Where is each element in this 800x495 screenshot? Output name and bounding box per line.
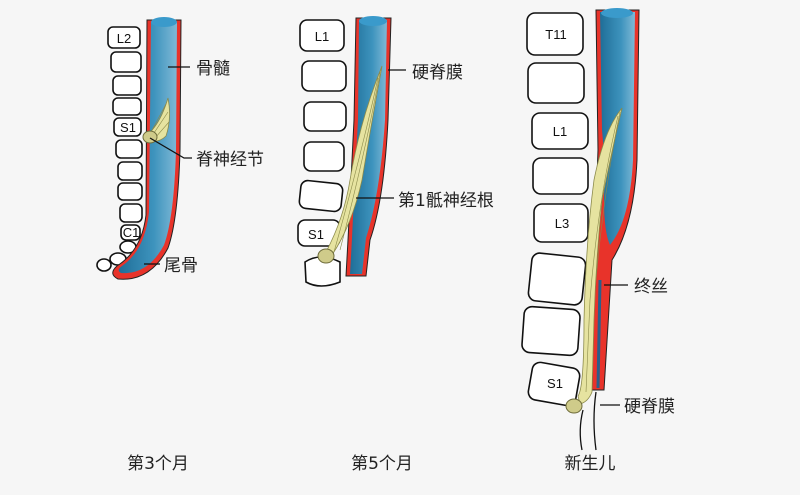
vertebra-label-s1: S1	[120, 120, 136, 135]
cord-top	[601, 8, 633, 18]
spinal-cord	[118, 22, 177, 274]
label-spinal-cord: 骨髓	[196, 59, 230, 79]
label-coccyx: 尾骨	[164, 256, 198, 276]
label-filum-terminale: 终丝	[634, 277, 668, 297]
label-first-sacral-nerve-root: 第1骶神经根	[398, 191, 494, 211]
vertebra-label-l2: L2	[117, 31, 131, 46]
vertebra-label-l1: L1	[315, 29, 329, 44]
sacral-ganglion	[317, 248, 335, 264]
vertebral-column	[96, 26, 143, 272]
filum-terminale	[596, 279, 602, 389]
panel-newborn: T11 L1 L3 S1 终丝 硬脊膜 新生儿	[521, 8, 675, 474]
caption-newborn: 新生儿	[565, 454, 616, 474]
cord-top	[151, 17, 177, 27]
caption-5-months: 第5个月	[351, 454, 413, 474]
vertebra-label-l3: L3	[555, 216, 569, 231]
label-dura-mater: 硬脊膜	[412, 63, 463, 83]
vertebra-label-l1: L1	[553, 124, 567, 139]
label-dura-mater: 硬脊膜	[624, 397, 675, 417]
vertebra-label-t11: T11	[545, 27, 566, 42]
cord-top	[359, 16, 387, 26]
sacral-ganglion	[565, 398, 583, 414]
vertebra-label-c1: C1	[123, 225, 140, 240]
panel-5-months: L1 S1 硬脊膜 第1骶神经根 第5个月	[297, 16, 494, 474]
vertebral-column	[521, 12, 589, 407]
vertebra-label-s1: S1	[308, 227, 324, 242]
caption-3-months: 第3个月	[127, 454, 189, 474]
vertebral-column	[297, 19, 347, 287]
vertebra-label-s1: S1	[547, 376, 563, 391]
label-spinal-ganglion: 脊神经节	[196, 150, 264, 170]
lower-dural-lines	[579, 391, 597, 451]
panel-3-months: L2 S1 C1 骨髓 脊神经节 尾骨 第3个月	[96, 17, 264, 474]
